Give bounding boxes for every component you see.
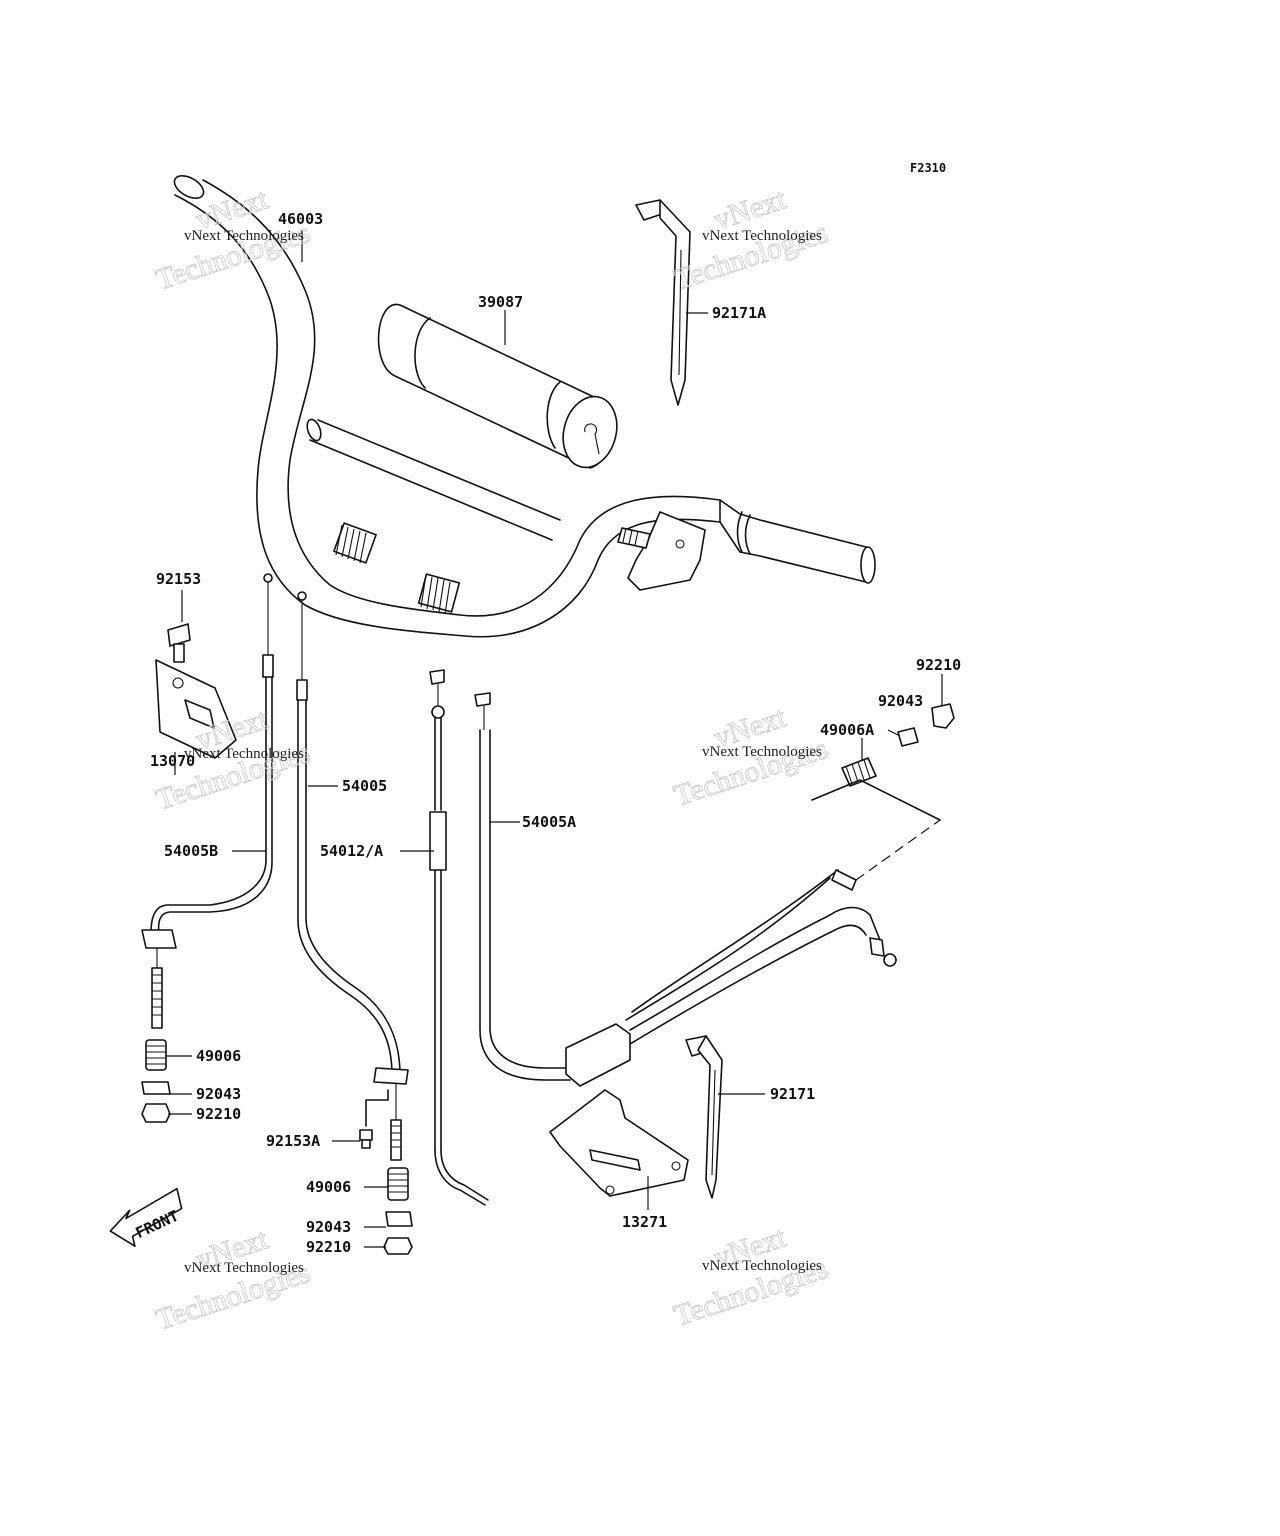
bracket-13271 xyxy=(549,1089,689,1197)
label-46003: 46003 xyxy=(278,210,323,228)
label-54005a: 54005A xyxy=(522,813,576,831)
label-54005: 54005 xyxy=(342,777,387,795)
svg-text:vNext Technologies: vNext Technologies xyxy=(702,1258,822,1274)
cable-junction xyxy=(565,819,941,1087)
label-92210-mid: 92210 xyxy=(306,1238,351,1256)
label-92043-mid: 92043 xyxy=(306,1218,351,1236)
cable-54005 xyxy=(296,591,409,1161)
cable-54005b xyxy=(141,573,274,1029)
cable-54012a xyxy=(429,669,489,1206)
label-92043-top: 92043 xyxy=(878,692,923,710)
label-49006a: 49006A xyxy=(820,721,874,739)
bracket-13070 xyxy=(155,659,237,759)
svg-text:vNext Technologies: vNext Technologies xyxy=(702,228,822,244)
cable-band-92171 xyxy=(685,1035,723,1199)
bolt-92153a xyxy=(359,1089,389,1149)
knurl-left xyxy=(333,522,377,564)
label-92043-left: 92043 xyxy=(196,1085,241,1103)
watermark-top-right: vNext Technologies vNext Technologies xyxy=(670,182,833,297)
svg-text:vNext Technologies: vNext Technologies xyxy=(184,1260,304,1276)
label-49006-mid: 49006 xyxy=(306,1178,351,1196)
svg-text:vNext Technologies: vNext Technologies xyxy=(184,228,304,244)
adjuster-mid-stack xyxy=(383,1167,413,1255)
handlebar xyxy=(173,175,876,638)
label-13271: 13271 xyxy=(622,1213,667,1231)
watermark-mid-right: vNext Technologies vNext Technologies xyxy=(670,700,833,813)
leaders xyxy=(166,230,943,1248)
watermark-bottom-left: vNext Technologies vNext Technologies xyxy=(152,1222,315,1337)
figure-code: F2310 xyxy=(910,161,946,175)
handlebar-pad xyxy=(377,304,618,469)
label-92153a: 92153A xyxy=(266,1132,320,1150)
label-54005b: 54005B xyxy=(164,842,218,860)
cable-54005a xyxy=(474,692,571,1081)
svg-text:vNext Technologies: vNext Technologies xyxy=(184,746,304,762)
watermark-top-left: vNext Technologies vNext Technologies xyxy=(152,182,315,297)
svg-text:vNext Technologies: vNext Technologies xyxy=(702,744,822,760)
cable-band-top xyxy=(635,199,691,406)
front-arrow: FRONT xyxy=(109,1187,183,1247)
adjuster-49006a-stack xyxy=(811,703,955,821)
label-13070: 13070 xyxy=(150,752,195,770)
label-92153: 92153 xyxy=(156,570,201,588)
label-92210-left: 92210 xyxy=(196,1105,241,1123)
watermark-bottom-right: vNext Technologies vNext Technologies xyxy=(670,1220,833,1333)
label-39087: 39087 xyxy=(478,293,523,311)
label-92171: 92171 xyxy=(770,1085,815,1103)
label-92210-top: 92210 xyxy=(916,656,961,674)
adjuster-left-stack xyxy=(141,1039,171,1123)
label-92171a: 92171A xyxy=(712,304,766,322)
label-49006-left: 49006 xyxy=(196,1047,241,1065)
label-54012a: 54012/A xyxy=(320,842,383,860)
bolt-92153 xyxy=(167,623,191,663)
knurl-right xyxy=(417,573,461,615)
